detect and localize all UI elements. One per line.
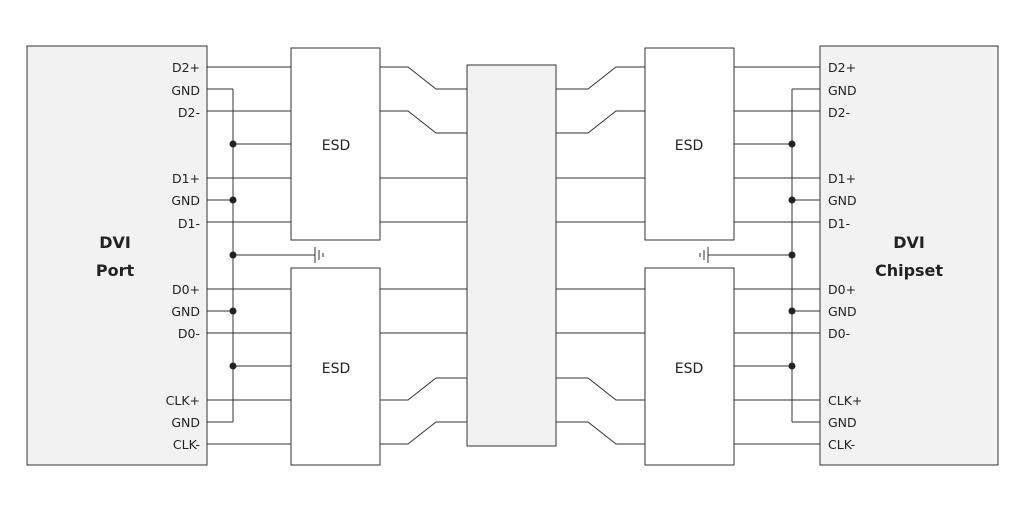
right-pin-label: GND xyxy=(828,304,857,319)
left-pin-label: GND xyxy=(171,83,200,98)
right-junction-dots xyxy=(788,140,796,370)
left-pin-label: GND xyxy=(171,193,200,208)
esd-label: ESD xyxy=(322,361,351,377)
right-pin-label: CLK+ xyxy=(828,393,862,408)
esd-label: ESD xyxy=(675,361,704,377)
right-pin-label: D1- xyxy=(828,216,850,231)
left-pin-label: CLK- xyxy=(173,437,200,452)
left-pin-label: D2+ xyxy=(172,60,200,75)
left-pin-label: GND xyxy=(171,415,200,430)
esd-label: ESD xyxy=(675,138,704,154)
left-pin-label: D0- xyxy=(178,326,200,341)
left-pin-label: GND xyxy=(171,304,200,319)
dvi-chipset-block xyxy=(819,45,999,466)
left-to-middle-wiring xyxy=(380,66,467,445)
left-pin-label: D2- xyxy=(178,105,200,120)
right-title-line1: DVI xyxy=(893,233,925,252)
left-junction-dots xyxy=(229,140,237,370)
left-pin-label: CLK+ xyxy=(166,393,200,408)
dvi-port-block xyxy=(26,45,208,466)
right-pin-label: D1+ xyxy=(828,171,856,186)
esd-right-top-block xyxy=(644,47,735,241)
middle-connector-block xyxy=(466,64,557,447)
right-pin-label: D2+ xyxy=(828,60,856,75)
esd-left-bottom-block xyxy=(290,267,381,466)
esd-right-bottom-block xyxy=(644,267,735,466)
esd-label: ESD xyxy=(322,138,351,154)
left-pin-label: D1+ xyxy=(172,171,200,186)
left-title-line2: Port xyxy=(96,261,135,280)
right-pin-label: D0- xyxy=(828,326,850,341)
right-pin-label: GND xyxy=(828,415,857,430)
right-pin-label: GND xyxy=(828,193,857,208)
right-pin-label: GND xyxy=(828,83,857,98)
left-pin-label: D0+ xyxy=(172,282,200,297)
left-title-line1: DVI xyxy=(99,233,131,252)
left-pin-label: D1- xyxy=(178,216,200,231)
right-pin-label: D0+ xyxy=(828,282,856,297)
middle-to-right-wiring xyxy=(556,66,645,445)
right-title-line2: Chipset xyxy=(875,261,943,280)
left-wiring xyxy=(207,66,324,445)
right-pin-label: CLK- xyxy=(828,437,855,452)
esd-left-top-block xyxy=(290,47,381,241)
right-pin-label: D2- xyxy=(828,105,850,120)
